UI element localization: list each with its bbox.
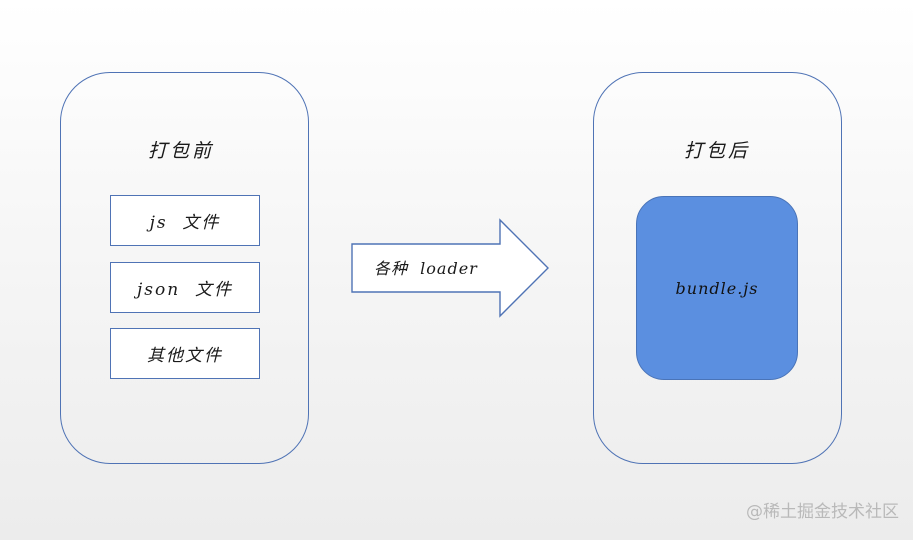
watermark: @稀土掘金技术社区: [746, 502, 899, 522]
before-panel-title: 打包前: [148, 140, 215, 162]
bundle-js-box: bundle.js: [636, 196, 798, 380]
right-arrow-icon: [351, 218, 549, 318]
json-file-box: json 文件: [110, 262, 260, 313]
before-bundling-panel: [60, 72, 309, 464]
loader-arrow-label: 各种 loader: [374, 259, 478, 278]
js-file-box: js 文件: [110, 195, 260, 246]
other-files-box: 其他文件: [110, 328, 260, 379]
after-panel-title: 打包后: [684, 140, 751, 162]
after-bundling-panel: [593, 72, 842, 464]
